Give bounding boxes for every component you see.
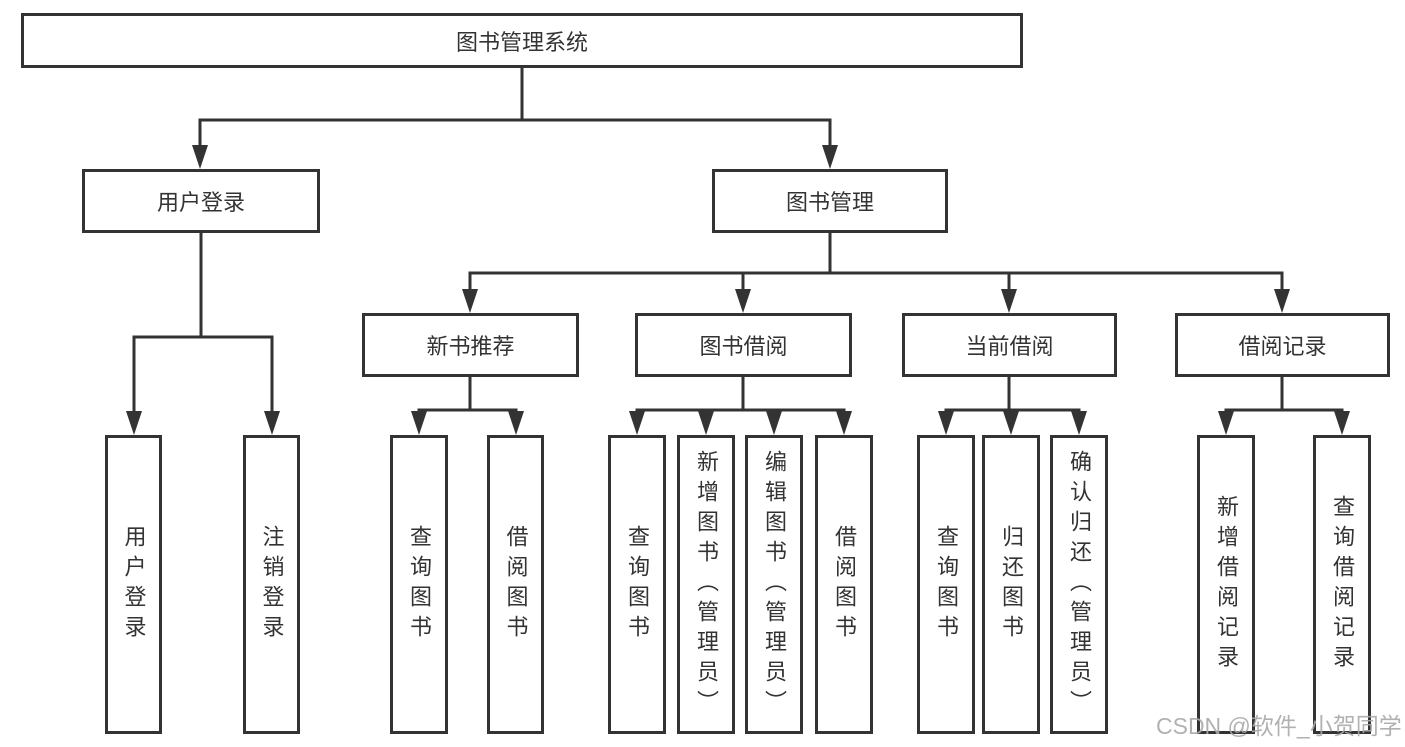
leaf-query-books: 查询图书 (390, 435, 448, 734)
node-user-login: 用户登录 (82, 169, 320, 233)
leaf-logout: 注销登录 (243, 435, 300, 734)
leaf-label: 注销登录 (259, 524, 285, 645)
leaf-add-borrow-record: 新增借阅记录 (1197, 435, 1255, 734)
leaf-borrow-books: 借阅图书 (815, 435, 873, 734)
csdn-watermark: CSDN @软件_小贺同学 (1156, 713, 1402, 739)
leaf-label: 用户登录 (121, 524, 147, 645)
leaf-label: 编辑图书（管理员） (762, 449, 787, 720)
leaf-label: 新增借阅记录 (1214, 494, 1239, 675)
leaf-borrow-books: 借阅图书 (487, 435, 544, 734)
node-library-management-system: 图书管理系统 (21, 13, 1023, 68)
leaf-label: 查询图书 (407, 524, 432, 645)
leaf-query-books: 查询图书 (608, 435, 666, 734)
leaf-label: 归还图书 (999, 524, 1024, 645)
leaf-query-borrow-record: 查询借阅记录 (1313, 435, 1371, 734)
leaf-add-books-admin: 新增图书（管理员） (677, 435, 735, 734)
node-book-borrowing: 图书借阅 (635, 313, 852, 377)
leaf-label: 查询借阅记录 (1330, 494, 1355, 675)
leaf-return-books: 归还图书 (982, 435, 1040, 734)
leaf-query-books: 查询图书 (917, 435, 975, 734)
node-book-management: 图书管理 (712, 169, 948, 233)
leaf-label: 查询图书 (934, 524, 959, 645)
leaf-edit-books-admin: 编辑图书（管理员） (745, 435, 803, 734)
leaf-user-login: 用户登录 (105, 435, 162, 734)
leaf-label: 借阅图书 (832, 524, 857, 645)
leaf-label: 查询图书 (625, 524, 650, 645)
leaf-label: 确认归还（管理员） (1067, 449, 1092, 720)
leaf-confirm-return-admin: 确认归还（管理员） (1050, 435, 1108, 734)
leaf-label: 借阅图书 (503, 524, 529, 645)
leaf-label: 新增图书（管理员） (694, 449, 719, 720)
node-borrowing-records: 借阅记录 (1175, 313, 1390, 377)
node-new-book-recommendation: 新书推荐 (362, 313, 579, 377)
node-current-borrowing: 当前借阅 (902, 313, 1117, 377)
